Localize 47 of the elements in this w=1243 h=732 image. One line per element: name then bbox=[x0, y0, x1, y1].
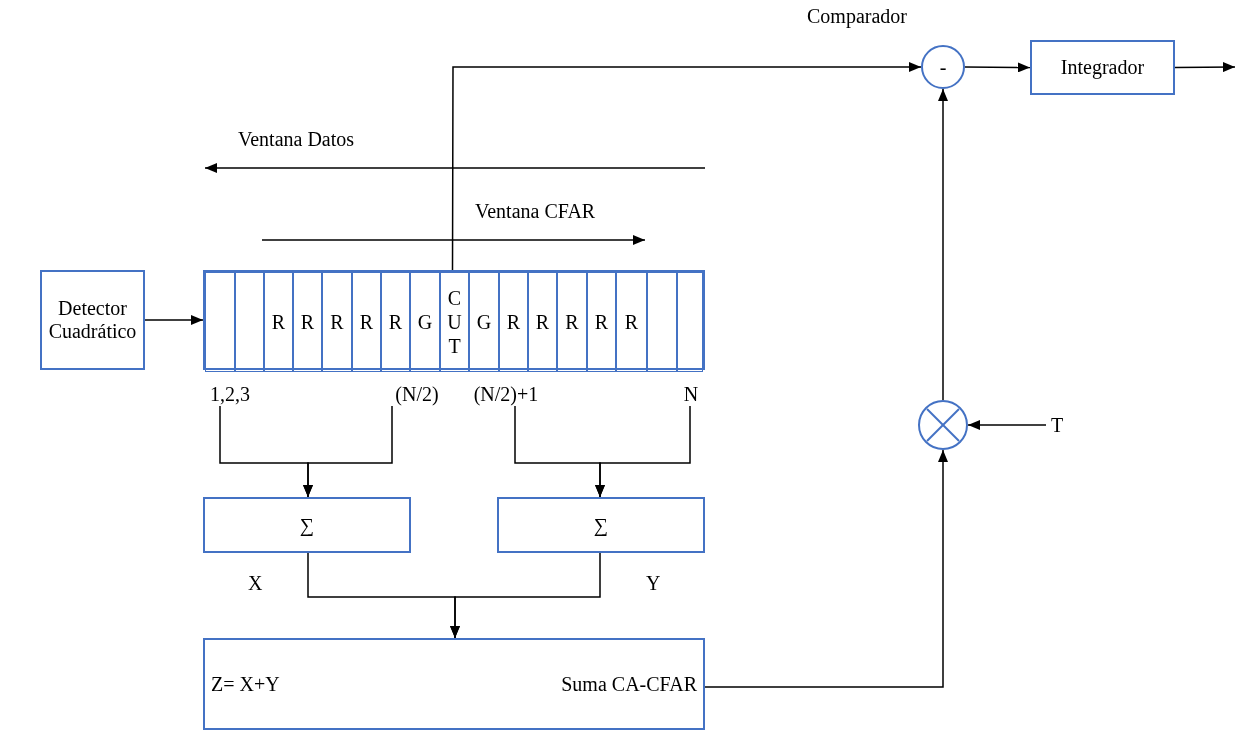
variable-label: Y bbox=[646, 572, 661, 595]
multiplier-symbol bbox=[918, 400, 968, 450]
register-cell bbox=[677, 272, 703, 372]
window-label: Ventana Datos bbox=[238, 128, 355, 151]
shift-register bbox=[203, 270, 705, 370]
summation-box: ∑ bbox=[497, 497, 705, 553]
process-box: Integrador bbox=[1030, 40, 1175, 95]
index-label: 1,2,3 bbox=[198, 382, 262, 406]
register-cell: R bbox=[352, 272, 381, 372]
threshold-label: T bbox=[1046, 413, 1068, 437]
register-cell bbox=[235, 272, 264, 372]
register-cell: G bbox=[410, 272, 440, 372]
block-label: Suma CA-CFAR bbox=[561, 672, 697, 696]
index-label: (N/2)+1 bbox=[464, 382, 548, 406]
arrow bbox=[967, 420, 1047, 430]
operator-sign: - bbox=[939, 55, 947, 79]
register-cell: R bbox=[557, 272, 587, 372]
register-cell: R bbox=[264, 272, 293, 372]
summation-box: ∑ bbox=[203, 497, 411, 553]
register-cell: R bbox=[587, 272, 616, 372]
arrow bbox=[451, 62, 922, 271]
register-cell: R bbox=[293, 272, 322, 372]
index-label: N bbox=[680, 382, 702, 406]
register-cell bbox=[205, 272, 235, 372]
window-label: Ventana CFAR bbox=[475, 200, 596, 223]
arrow bbox=[1174, 62, 1236, 73]
process-box: Detector Cuadrático bbox=[40, 270, 145, 370]
register-cell: R bbox=[616, 272, 647, 372]
block-heading: Comparador bbox=[807, 5, 907, 28]
arrow bbox=[144, 315, 204, 325]
arrow bbox=[964, 62, 1031, 73]
arrow bbox=[450, 552, 601, 639]
arrow bbox=[938, 88, 948, 401]
register-cell: R bbox=[528, 272, 557, 372]
formula-text: Z= X+Y bbox=[211, 672, 280, 696]
arrow bbox=[595, 405, 691, 498]
register-cell: G bbox=[469, 272, 499, 372]
variable-label: X bbox=[248, 572, 263, 595]
register-cell: R bbox=[499, 272, 528, 372]
sum-box bbox=[203, 638, 705, 730]
arrow bbox=[704, 449, 948, 688]
register-cell bbox=[647, 272, 677, 372]
arrow bbox=[303, 405, 393, 498]
index-label: (N/2) bbox=[388, 382, 446, 406]
register-cell: C U T bbox=[440, 272, 469, 372]
register-cell: R bbox=[322, 272, 352, 372]
register-cell: R bbox=[381, 272, 410, 372]
